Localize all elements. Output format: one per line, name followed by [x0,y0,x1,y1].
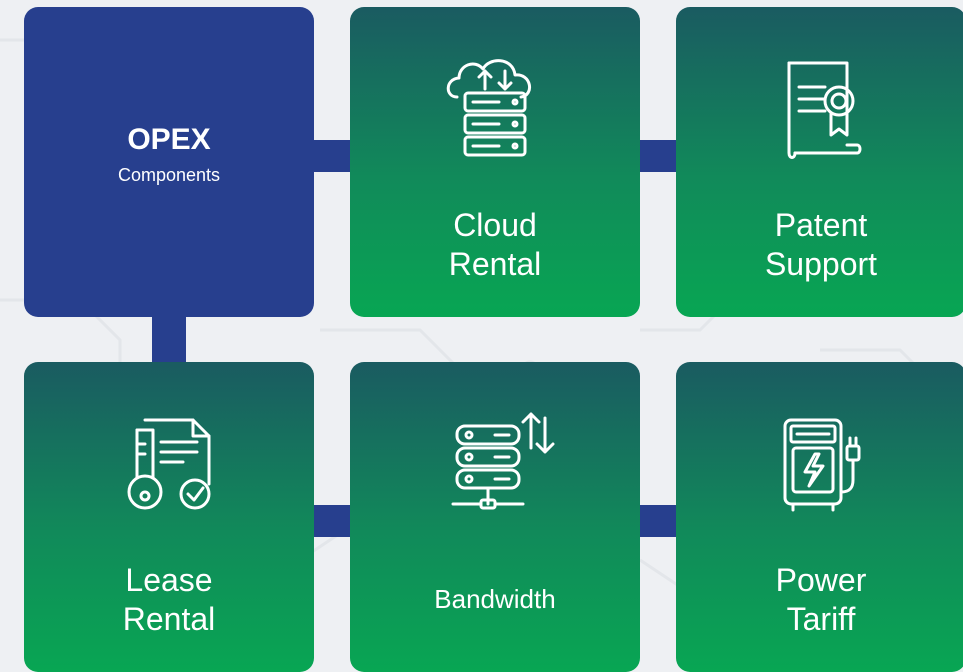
patent-support-line1: Patent [774,206,868,243]
cloud-rental-line2: Rental [448,246,542,282]
bandwidth-tile: Bandwidth [350,362,640,672]
cloud-server-icon [446,59,531,157]
server-transfer-icon [451,412,555,510]
connector-bandwidth-power [638,505,680,537]
cloud-rental-line1: Cloud [453,206,537,243]
connector-opex-cloud [312,140,354,172]
patent-support-line2: Support [764,246,878,282]
cloud-rental-tile: Cloud Rental [350,7,640,317]
cloud-rental-label: Cloud Rental [350,195,640,295]
power-tariff-line1: Power [775,561,867,598]
connector-cloud-patent [638,140,680,172]
connector-lease-bandwidth [312,505,354,537]
connector-opex-lease [152,314,186,366]
certificate-document-icon [787,61,862,159]
opex-components-tile: OPEX Components [24,7,314,317]
power-tariff-tile: Power Tariff [676,362,963,672]
lease-key-document-icon [127,418,211,510]
lease-rental-label: Lease Rental [24,550,314,650]
opex-title: OPEX [127,122,211,156]
lease-rental-line2: Rental [122,601,216,637]
patent-support-tile: Patent Support [676,7,963,317]
lease-rental-tile: Lease Rental [24,362,314,672]
opex-subtitle: Components [117,164,221,185]
bandwidth-label: Bandwidth [350,550,640,650]
power-tariff-label: Power Tariff [676,550,963,650]
power-plug-icon [783,418,861,512]
bandwidth-line1: Bandwidth [434,584,556,615]
power-tariff-line2: Tariff [786,601,856,637]
patent-support-label: Patent Support [676,195,963,295]
lease-rental-line1: Lease [125,561,213,598]
